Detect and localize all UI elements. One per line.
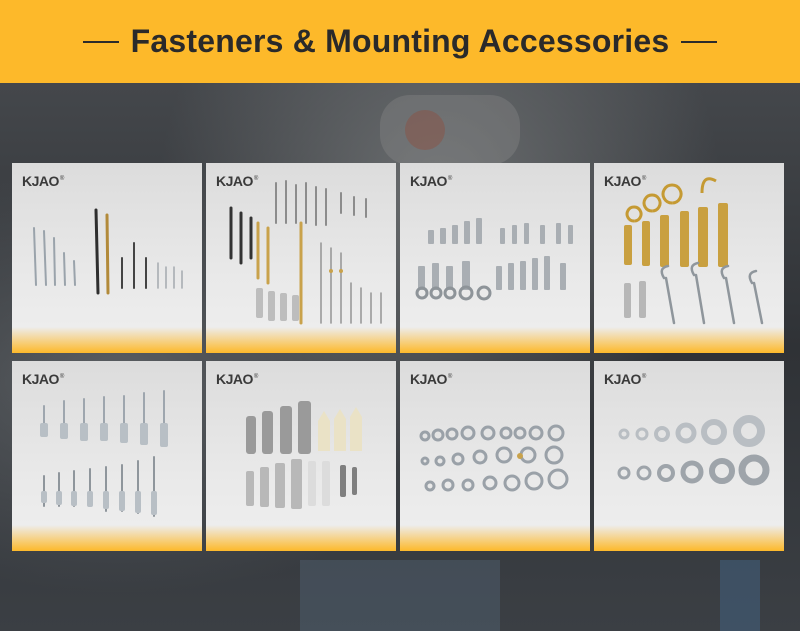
screws-image — [229, 180, 382, 325]
brand-logo: KJAO® — [22, 371, 64, 387]
product-card-nails[interactable]: KJAO® — [12, 163, 202, 353]
product-card-screws[interactable]: KJAO® — [206, 163, 396, 353]
brand-logo: KJAO® — [216, 371, 258, 387]
card-accent-band — [12, 525, 202, 551]
card-accent-band — [206, 525, 396, 551]
card-accent-band — [400, 327, 590, 353]
title-rule-right — [681, 40, 718, 43]
card-accent-band — [206, 327, 396, 353]
product-grid: KJAO® — [12, 163, 785, 552]
brand-logo: KJAO® — [216, 173, 258, 189]
product-card-rivets[interactable]: KJAO® — [12, 361, 202, 551]
bolts-image — [415, 218, 573, 301]
brand-logo: KJAO® — [410, 371, 452, 387]
header-banner: Fasteners & Mounting Accessories — [0, 0, 800, 83]
background-column-right — [720, 560, 760, 631]
product-card-anchors[interactable]: KJAO® — [594, 163, 784, 353]
background-machine — [380, 95, 520, 165]
anchors-image — [624, 177, 764, 325]
brand-logo: KJAO® — [604, 371, 646, 387]
washers-image — [617, 415, 770, 486]
nails-image — [33, 208, 183, 295]
card-accent-band — [400, 525, 590, 551]
product-card-washers[interactable]: KJAO® — [594, 361, 784, 551]
wall-plugs-image — [246, 401, 362, 509]
background-machine-red — [405, 110, 445, 150]
title-wrap: Fasteners & Mounting Accessories — [82, 23, 718, 60]
brand-logo: KJAO® — [22, 173, 64, 189]
page-title: Fasteners & Mounting Accessories — [130, 23, 670, 59]
card-accent-band — [594, 525, 784, 551]
card-accent-band — [12, 327, 202, 353]
product-card-wall-plugs[interactable]: KJAO® — [206, 361, 396, 551]
rivets-image — [40, 390, 168, 517]
background-column — [300, 560, 500, 631]
card-accent-band — [594, 327, 784, 353]
product-card-bolts[interactable]: KJAO® — [400, 163, 590, 353]
nuts-image — [419, 424, 569, 492]
brand-logo: KJAO® — [410, 173, 452, 189]
product-card-nuts[interactable]: KJAO® — [400, 361, 590, 551]
brand-logo: KJAO® — [604, 173, 646, 189]
title-rule-left — [82, 40, 119, 43]
